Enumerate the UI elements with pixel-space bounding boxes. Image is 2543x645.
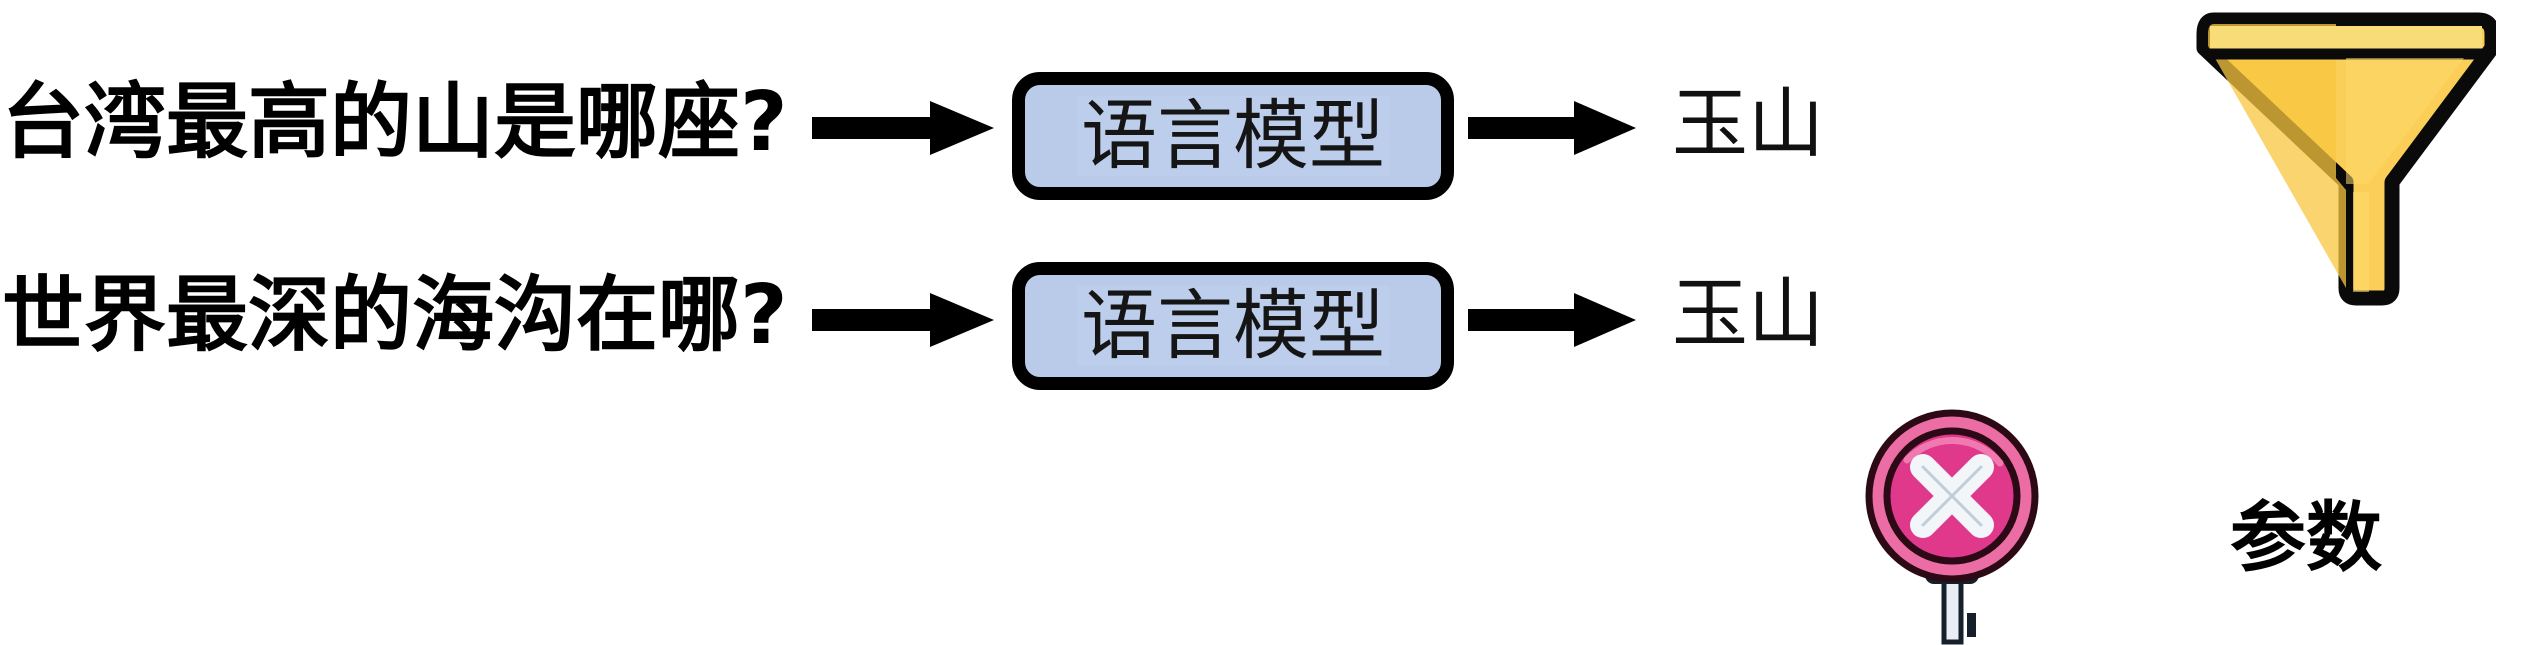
cross-stamp-icon	[1852, 408, 2052, 645]
model-box-label-row-2: 语言模型	[1077, 286, 1389, 366]
model-box-row-1[interactable]: 语言模型	[1012, 72, 1454, 200]
model-box-row-2[interactable]: 语言模型	[1012, 262, 1454, 390]
output-arrow-row-1	[1468, 100, 1636, 156]
funnel-caption: 参数	[2230, 493, 2382, 582]
output-arrow-row-2	[1468, 292, 1636, 348]
input-arrow-row-2	[812, 292, 994, 348]
funnel-icon	[2196, 2, 2496, 312]
answer-text-row-2: 玉山	[1672, 269, 1824, 358]
answer-text-row-1: 玉山	[1672, 79, 1824, 168]
input-arrow-row-1	[812, 100, 994, 156]
model-box-label-row-1: 语言模型	[1077, 96, 1389, 176]
question-text-row-1: 台湾最高的山是哪座?	[2, 75, 788, 170]
question-text-row-2: 世界最深的海沟在哪?	[2, 268, 788, 363]
